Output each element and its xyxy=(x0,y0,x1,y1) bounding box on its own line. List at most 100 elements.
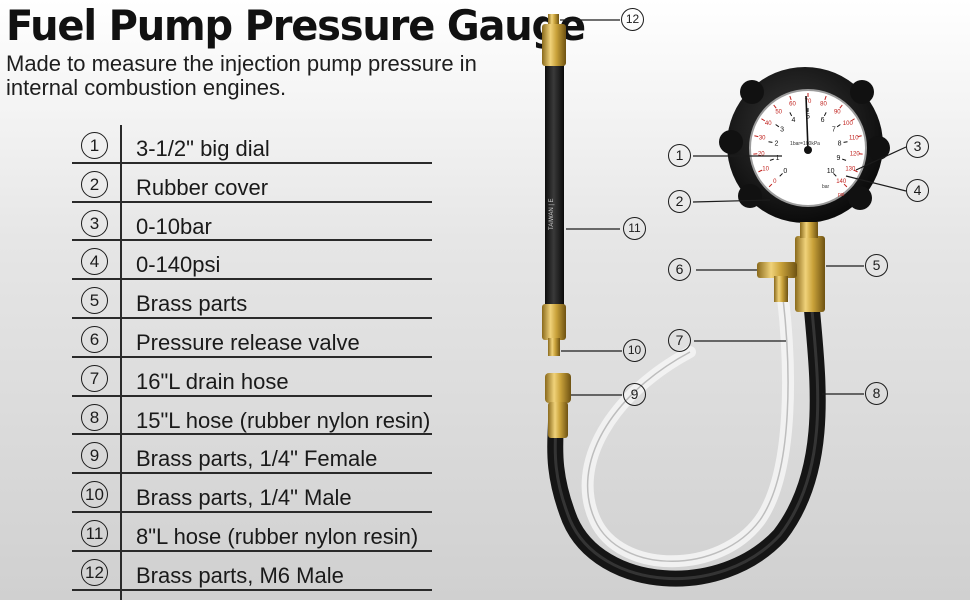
item-label: Brass parts, M6 Male xyxy=(136,562,344,588)
callout-3: 3 xyxy=(906,135,929,158)
bar-tick-label: 5 xyxy=(806,113,810,120)
item-label: 16"L drain hose xyxy=(136,368,289,394)
item-number: 11 xyxy=(81,519,108,547)
psi-tick-label: 70 xyxy=(805,99,812,105)
table-divider xyxy=(120,125,122,600)
psi-tick xyxy=(758,169,763,173)
bar-tick-label: 2 xyxy=(774,140,778,147)
needle-hub xyxy=(804,146,812,154)
row-underline xyxy=(72,472,432,475)
psi-tick xyxy=(789,95,792,101)
callout-8: 8 xyxy=(865,382,888,405)
bar-tick-label: 3 xyxy=(780,127,784,134)
female-coupler-body xyxy=(548,402,568,438)
item-number: 4 xyxy=(81,248,108,276)
bar-tick xyxy=(843,141,848,143)
psi-tick-label: 30 xyxy=(759,136,766,142)
rubber-cover-lobes xyxy=(719,80,890,210)
bar-tick-label: 6 xyxy=(821,117,825,124)
row-underline xyxy=(72,355,432,358)
psi-tick-label: 0 xyxy=(773,179,777,185)
psi-tick-label: 110 xyxy=(849,136,859,142)
page-subtitle: Made to measure the injection pump press… xyxy=(6,51,477,100)
callout-9: 9 xyxy=(623,383,646,406)
row-underline xyxy=(72,394,432,397)
psi-tick-label: 90 xyxy=(834,109,841,115)
bar-tick-label: 8 xyxy=(838,140,842,147)
callout-1: 1 xyxy=(668,144,691,167)
row-underline xyxy=(72,433,432,436)
bar-tick xyxy=(833,173,837,177)
callout-12: 12 xyxy=(621,8,644,31)
item-number: 3 xyxy=(81,209,108,237)
drain-hose-edge xyxy=(586,297,789,562)
item-number: 6 xyxy=(81,325,108,353)
drain-nipple xyxy=(774,276,788,302)
row-underline xyxy=(72,510,432,513)
bar-tick-label: 0 xyxy=(783,168,787,175)
bar-tick-label: 7 xyxy=(832,127,836,134)
lower-ferrule xyxy=(542,304,566,340)
item-number: 9 xyxy=(81,442,108,470)
item-number: 1 xyxy=(81,132,108,159)
gauge-needle xyxy=(805,95,809,151)
psi-tick xyxy=(853,169,858,173)
item-number: 10 xyxy=(81,481,108,509)
callout-6: 6 xyxy=(668,258,691,281)
bar-tick xyxy=(775,124,780,128)
list-item: 11 8"L hose (rubber nylon resin) xyxy=(72,513,492,552)
item-label: 15"L hose (rubber nylon resin) xyxy=(136,407,431,433)
list-item: 12 Brass parts, M6 Male xyxy=(72,552,492,591)
male-fitting xyxy=(548,338,560,356)
hose-print: TAIWAN | E xyxy=(549,198,555,230)
callout-11: 11 xyxy=(623,217,646,240)
psi-tick xyxy=(754,135,759,138)
row-underline xyxy=(72,316,432,319)
row-underline xyxy=(72,239,432,242)
bar-tick xyxy=(823,112,827,117)
brass-tee xyxy=(795,236,825,312)
psi-tick xyxy=(768,183,773,188)
psi-tick xyxy=(857,135,862,138)
psi-tick-label: 10 xyxy=(762,166,769,172)
female-coupler xyxy=(545,373,571,403)
release-valve xyxy=(757,262,797,278)
leader-lines xyxy=(560,19,907,396)
psi-tick-label: 20 xyxy=(758,151,765,157)
psi-tick xyxy=(839,104,843,109)
list-item: 4 0-140psi xyxy=(72,241,492,281)
row-underline xyxy=(72,549,432,552)
bar-tick xyxy=(768,141,773,143)
psi-tick-label: 80 xyxy=(820,102,827,108)
psi-tick-label: 40 xyxy=(765,121,772,127)
item-number: 8 xyxy=(81,403,108,431)
bar-tick-label: 4 xyxy=(792,117,796,124)
psi-tick xyxy=(773,104,777,109)
dial-face-text: 1bar=100kPa xyxy=(790,141,820,147)
gauge-stem xyxy=(800,222,818,238)
main-hose-highlight xyxy=(553,309,820,581)
item-label: 0-140psi xyxy=(136,252,221,278)
psi-tick-label: 130 xyxy=(845,166,856,172)
item-label: 8"L hose (rubber nylon resin) xyxy=(136,523,419,549)
item-number: 5 xyxy=(81,287,108,315)
callout-5: 5 xyxy=(865,254,888,277)
bar-tick-label: 9 xyxy=(836,155,840,162)
psi-tick-label: 50 xyxy=(775,109,782,115)
psi-tick-label: 140 xyxy=(836,179,847,185)
psi-tick xyxy=(850,118,855,122)
top-ferrule xyxy=(542,24,566,66)
item-label: Brass parts, 1/4" Female xyxy=(136,446,378,472)
row-underline xyxy=(72,588,432,591)
bar-tick-label: 1 xyxy=(776,155,780,162)
bar-tick xyxy=(836,124,841,128)
item-number: 12 xyxy=(81,558,108,586)
psi-tick-label: 120 xyxy=(850,151,861,157)
